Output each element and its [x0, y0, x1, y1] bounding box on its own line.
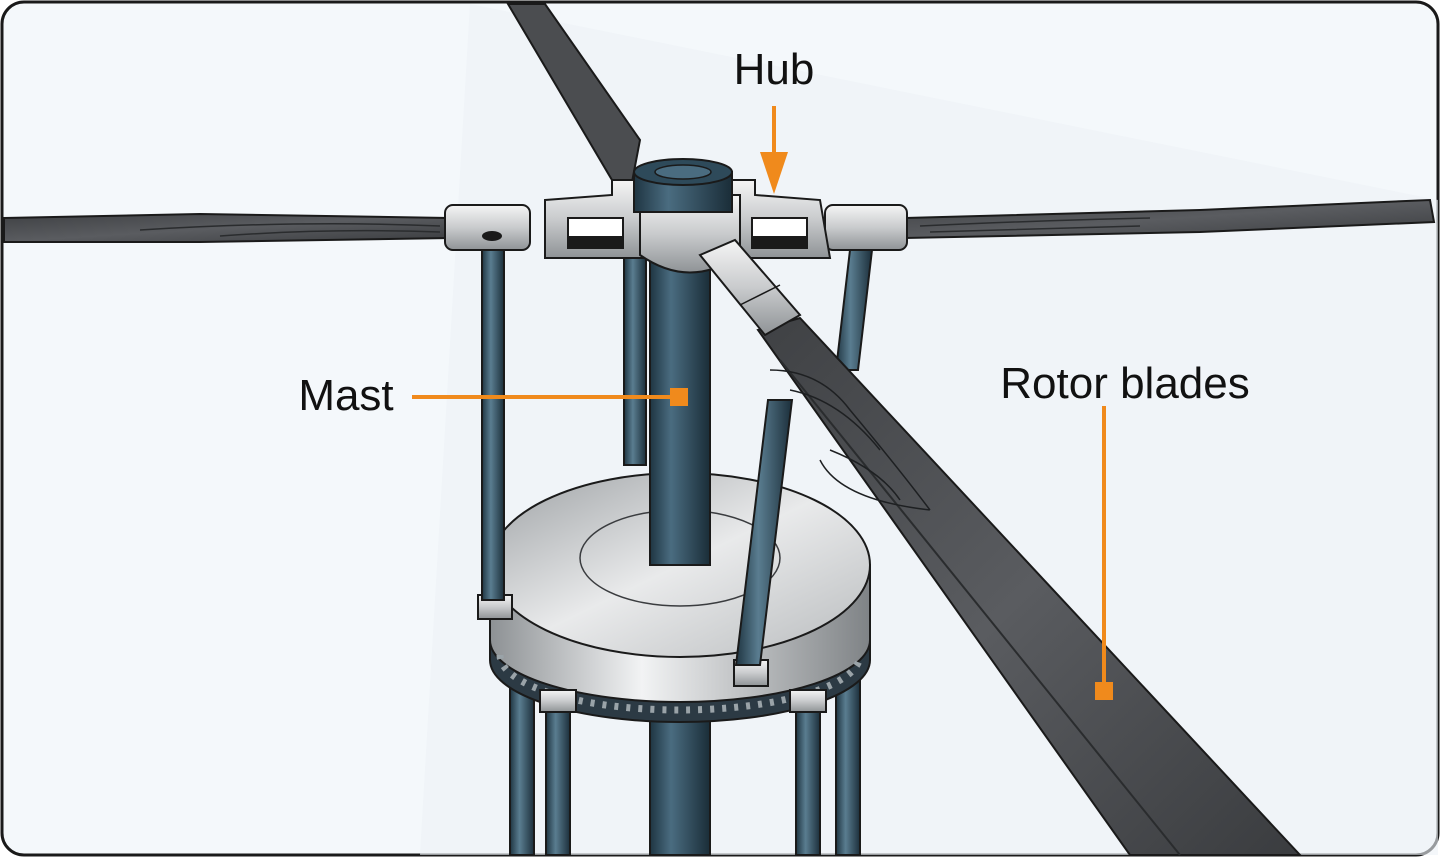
hub-label: Hub	[734, 45, 815, 94]
rotor-blades-label: Rotor blades	[1000, 359, 1249, 408]
right-blade-contour	[919, 217, 1151, 233]
hub-slot-right-fill	[752, 236, 807, 248]
pitch-link-front	[734, 399, 794, 666]
mast-top-bore	[654, 164, 712, 180]
blade-grip-left	[444, 204, 531, 251]
left-rotor-blade	[3, 212, 452, 243]
front-blade-edge	[779, 359, 1181, 856]
pitch-link-back-left	[623, 249, 647, 466]
hub-slot-left-fill	[568, 236, 623, 248]
grip-front-seam	[739, 284, 781, 306]
mast	[649, 249, 711, 566]
blade-grip-front	[698, 238, 802, 337]
blade-grip-right	[824, 204, 908, 251]
swash-plate-teeth	[496, 654, 864, 714]
rotor-blades-leader-marker	[1095, 682, 1113, 700]
lower-leg-right	[835, 675, 861, 856]
rear-rotor-blade	[506, 3, 642, 184]
mast-leader-marker	[670, 388, 688, 406]
clamp-right-low	[789, 689, 827, 713]
left-blade-contour	[139, 223, 441, 237]
lower-leg-right-inner	[795, 689, 821, 856]
lower-leg-left-inner	[545, 689, 571, 856]
pitch-link-left	[481, 249, 505, 601]
mast-label: Mast	[298, 371, 393, 420]
lower-leg-left	[509, 675, 535, 856]
hub-leader-arrow	[760, 152, 788, 194]
grip-bolt	[482, 231, 502, 241]
lower-mast	[649, 699, 711, 856]
front-blade-contour	[769, 369, 931, 511]
clamp-left-low	[539, 689, 577, 713]
